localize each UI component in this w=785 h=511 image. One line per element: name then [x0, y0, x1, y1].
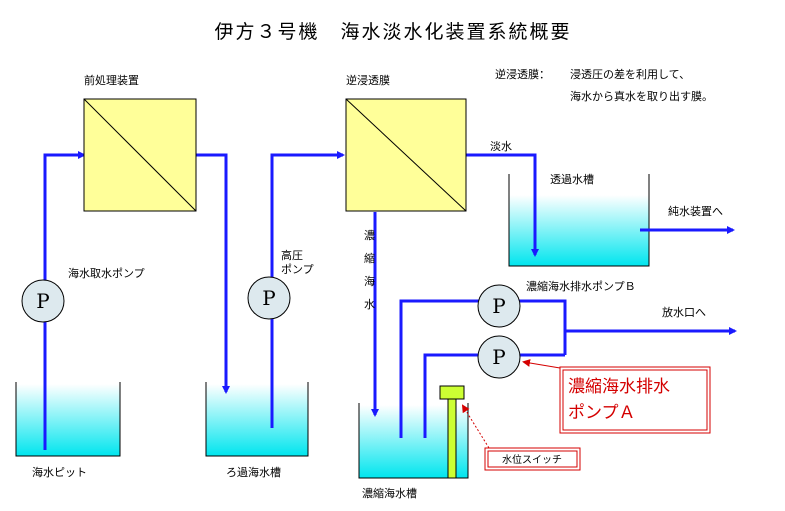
callout-pump-a: 濃縮海水排水 ポンプＡ — [522, 359, 711, 434]
label-brine-v-1: 濃 — [364, 228, 375, 242]
label-intake-pump: 海水取水ポンプ — [68, 266, 145, 280]
label-to-pure-water: 純水装置へ — [668, 205, 723, 218]
seawater-intake-pump: P — [21, 279, 65, 323]
brine-pump-a: P — [477, 335, 521, 379]
permeate-tank — [508, 174, 650, 267]
fresh-water-pipe — [466, 153, 539, 257]
label-permeate-tank: 透過水槽 — [550, 173, 594, 186]
pretreatment-unit — [83, 98, 197, 212]
callout-pump-a-line-1: 濃縮海水排水 — [568, 377, 670, 397]
piping — [43, 151, 737, 450]
callout-pump-a-line-2: ポンプＡ — [568, 403, 636, 423]
label-brine-v-4: 水 — [364, 298, 375, 311]
note-line-2: 海水から真水を取り出す膜。 — [570, 89, 713, 103]
note-heading: 逆浸透膜： — [495, 67, 550, 81]
seawater-pit — [15, 382, 121, 457]
callout-level-switch: 水位スイッチ — [461, 404, 581, 471]
filtered-seawater-tank — [205, 382, 309, 457]
label-filtered-tank: ろ過海水槽 — [226, 465, 281, 479]
level-switch — [439, 385, 465, 479]
pump-symbol: P — [36, 289, 49, 313]
ro-membrane-unit — [345, 98, 467, 212]
pretreat-outlet-pipe — [196, 153, 230, 394]
label-pretreatment: 前処理装置 — [84, 73, 139, 87]
label-hp-pump-1: 高圧 — [281, 248, 303, 262]
diagram-title: 伊方３号機 海水淡水化装置系統概要 — [214, 21, 571, 43]
pump-symbol: P — [492, 345, 505, 369]
label-hp-pump-2: ポンプ — [281, 263, 314, 276]
brine-pump-b: P — [477, 284, 521, 328]
label-brine-v-2: 縮 — [364, 251, 375, 265]
label-brine-tank: 濃縮海水槽 — [362, 486, 417, 500]
callout-level-switch-text: 水位スイッチ — [502, 453, 562, 466]
label-brine-v-3: 海 — [364, 274, 375, 288]
label-fresh-water: 淡水 — [490, 140, 512, 153]
note-line-1: 浸透圧の差を利用して、 — [570, 67, 690, 81]
hp-feed-pipe — [270, 151, 345, 428]
label-ro-membrane: 逆浸透膜 — [346, 73, 390, 87]
label-to-outlet: 放水口へ — [662, 305, 706, 319]
high-pressure-pump: P — [247, 276, 291, 320]
pump-symbol: P — [492, 294, 505, 318]
intake-pipe — [43, 151, 86, 450]
label-pit: 海水ピット — [32, 465, 87, 479]
pump-symbol: P — [262, 286, 275, 310]
label-brine-pump-b: 濃縮海水排水ポンプＢ — [526, 279, 636, 293]
